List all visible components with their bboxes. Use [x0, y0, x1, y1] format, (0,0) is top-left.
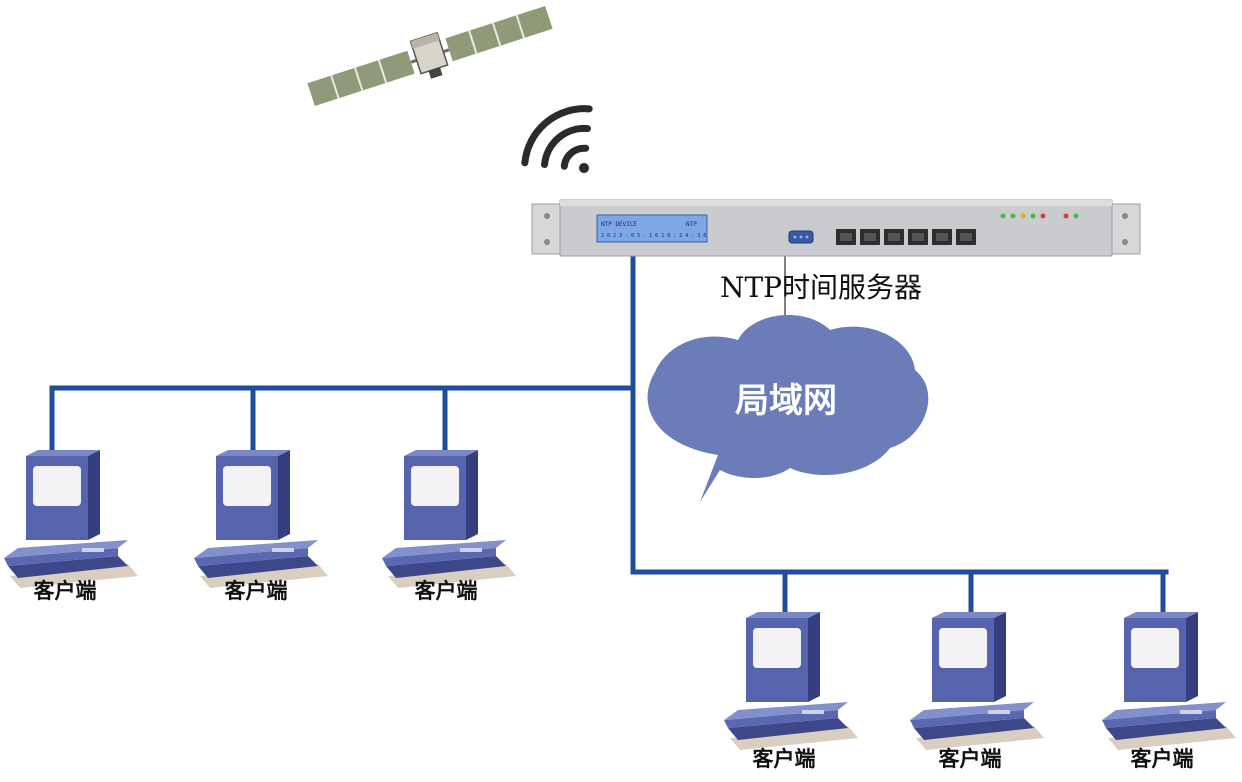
ethernet-ports: [836, 229, 976, 245]
computer-icon: [382, 450, 516, 588]
client-label: 客户端: [939, 746, 1002, 771]
client-6: 客户端: [1102, 612, 1236, 771]
computer-icon: [194, 450, 328, 588]
server-label: NTP时间服务器: [720, 271, 922, 304]
client-3: 客户端: [382, 450, 516, 603]
computer-icon: [910, 612, 1044, 750]
client-5: 客户端: [910, 612, 1044, 771]
client-2: 客户端: [194, 450, 328, 603]
connection-lines: [49, 255, 1169, 621]
client-label: 客户端: [225, 578, 288, 603]
client-label: 客户端: [34, 578, 97, 603]
computer-icon: [724, 612, 858, 750]
client-label: 客户端: [753, 746, 816, 771]
wifi-signal-icon: [521, 105, 593, 173]
serial-port-icon: [788, 230, 814, 244]
client-label: 客户端: [1131, 746, 1194, 771]
network-label: 局域网: [735, 381, 837, 421]
lcd-line1-left: NTP DEVICE: [601, 221, 638, 228]
server-lcd: [596, 214, 708, 243]
client-1: 客户端: [4, 450, 138, 603]
status-leds: [1000, 213, 1079, 219]
lcd-line2: 2 0 2 3 - 0 5 - 1 6 1 0 : 2 4 : 3 6: [601, 233, 706, 239]
ntp-server-device: NTP DEVICE NTP 2 0 2 3 - 0 5 - 1 6 1 0 :…: [531, 199, 1141, 257]
computer-icon: [4, 450, 138, 588]
lcd-line1-right: NTP: [686, 221, 697, 228]
client-label: 客户端: [415, 578, 478, 603]
cloud-icon: [647, 315, 929, 502]
satellite-icon: [307, 5, 553, 107]
computer-icon: [1102, 612, 1236, 750]
client-4: 客户端: [724, 612, 858, 771]
